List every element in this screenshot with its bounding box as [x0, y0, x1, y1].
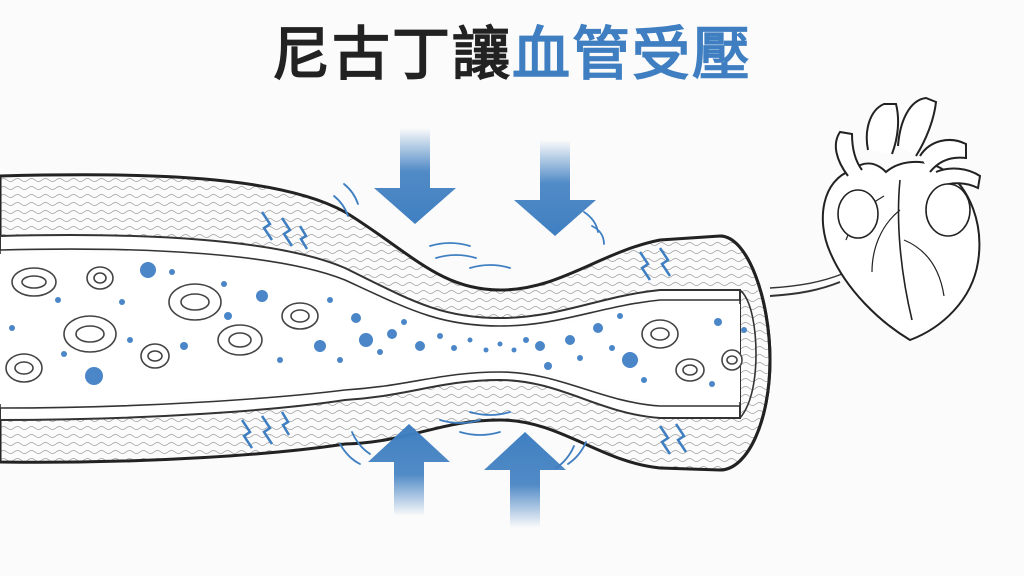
compression-arrow-icon — [484, 432, 566, 528]
nicotine-particle — [85, 367, 103, 385]
red-blood-cell — [140, 343, 170, 369]
compression-arrow-icon — [368, 424, 450, 516]
nicotine-particle — [593, 323, 603, 333]
title-dark-part: 尼古丁讓 — [271, 20, 512, 88]
nicotine-particle — [256, 290, 268, 302]
title-accent-part: 血管受壓 — [512, 20, 753, 88]
red-blood-cell — [168, 283, 222, 321]
red-blood-cell — [86, 266, 114, 290]
nicotine-particle — [387, 329, 397, 339]
red-blood-cell — [11, 267, 57, 297]
red-blood-cell — [721, 349, 743, 371]
nicotine-particle — [351, 313, 361, 323]
red-blood-cell — [217, 324, 263, 356]
nicotine-particles — [85, 262, 638, 385]
vessel-opening — [719, 234, 772, 472]
nicotine-particle — [535, 341, 545, 351]
diagram-title: 尼古丁讓血管受壓 — [0, 14, 1024, 94]
red-blood-cell — [63, 315, 117, 353]
red-blood-cell — [641, 319, 679, 349]
red-blood-cells — [5, 266, 743, 383]
compression-arrow-icon — [514, 140, 596, 236]
nicotine-particle — [314, 340, 326, 352]
nicotine-particle — [565, 335, 575, 345]
nicotine-particle — [180, 342, 188, 350]
red-blood-cell — [5, 353, 43, 383]
compression-arrow-icon — [374, 128, 456, 224]
small-particles — [9, 269, 747, 387]
spasm-marks — [240, 211, 688, 455]
compression-waves — [333, 183, 605, 469]
nicotine-particle — [140, 262, 156, 278]
red-blood-cell — [281, 302, 319, 330]
nicotine-particle — [359, 333, 373, 347]
red-blood-cell — [675, 358, 705, 382]
nicotine-particle — [622, 352, 638, 368]
connecting-vessel — [769, 281, 841, 297]
nicotine-particle — [544, 362, 552, 370]
nicotine-particle — [415, 341, 425, 351]
anatomical-heart-icon — [821, 96, 982, 342]
